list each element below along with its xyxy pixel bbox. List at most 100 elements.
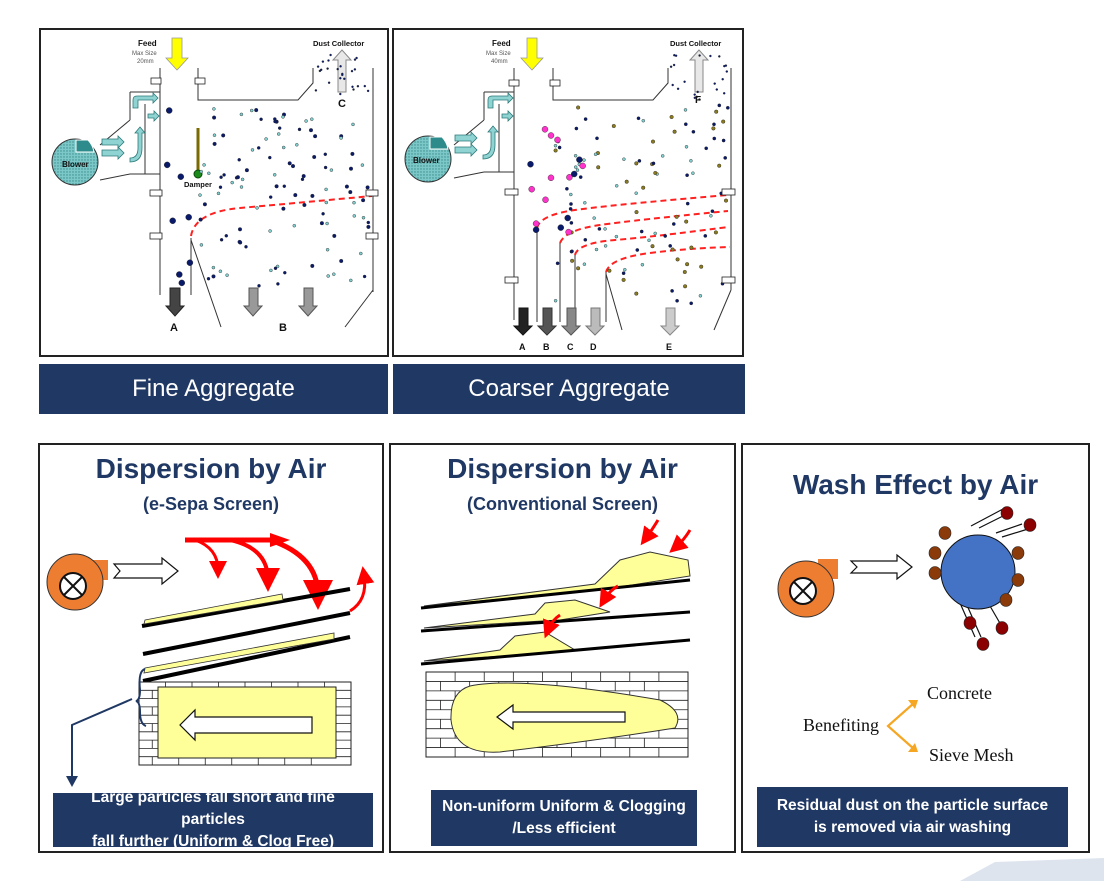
particle [339, 259, 344, 264]
particle [592, 216, 596, 220]
dust-particle [1000, 506, 1014, 520]
particle [268, 155, 272, 160]
feed-label: Feed [138, 39, 157, 48]
particle [710, 209, 715, 213]
particle [671, 83, 674, 87]
particle [593, 152, 598, 157]
particle [310, 193, 315, 198]
particle [319, 221, 324, 226]
feed-arrow-icon [165, 37, 189, 71]
outlet-d-arrow-icon [584, 307, 606, 336]
outlet-label-a: A [519, 342, 526, 352]
particle [352, 214, 356, 218]
particle [257, 284, 261, 288]
particle [314, 89, 318, 92]
particle [224, 234, 229, 238]
particle [324, 200, 328, 205]
outlet-b-arrow-icon [536, 307, 558, 336]
particle [293, 193, 298, 198]
particle [268, 229, 272, 233]
dust-particle [976, 637, 990, 651]
particle [325, 247, 330, 252]
particle [273, 173, 277, 177]
particle [212, 133, 217, 137]
particle [244, 168, 249, 173]
particle [695, 95, 698, 99]
particle [670, 247, 675, 252]
particle [291, 164, 296, 169]
outlet-b-arrow-icon [242, 287, 264, 317]
particle [310, 263, 315, 268]
particle [199, 243, 204, 247]
particle [350, 151, 355, 156]
dust-collector-label: Dust Collector [670, 39, 721, 48]
outlet-e-arrow-icon [659, 307, 681, 336]
particle [254, 108, 259, 113]
particle [185, 213, 192, 221]
particle [726, 106, 730, 110]
particle [344, 184, 349, 189]
dust-particle [1011, 573, 1025, 587]
dust-particle [963, 616, 977, 630]
dust-particles [928, 506, 1037, 651]
outlet-label-b: B [279, 322, 287, 334]
particle [212, 107, 216, 111]
particle [717, 163, 722, 168]
particle [302, 202, 307, 207]
air-direction-arrow-icon [849, 553, 913, 581]
conventional-caption: Non-uniform Uniform & Clogging /Less eff… [431, 790, 697, 846]
particle [310, 117, 314, 121]
particle [684, 219, 689, 224]
particle [717, 103, 722, 108]
particle [674, 214, 679, 219]
caption-line: is removed via air washing [813, 819, 1012, 836]
particle [582, 158, 586, 162]
particle [684, 145, 689, 149]
outlet-label-a: A [170, 322, 178, 334]
particle [532, 220, 540, 227]
particle [198, 217, 203, 222]
material-pile [423, 551, 691, 607]
particle [615, 184, 619, 188]
particle [277, 132, 281, 136]
outlet-label-b: B [543, 342, 550, 352]
particle [216, 191, 221, 196]
particle [283, 271, 287, 275]
particle [320, 68, 323, 72]
flange-icons [149, 77, 379, 240]
particle [670, 289, 674, 293]
conventional-subtitle: (Conventional Screen) [466, 494, 659, 514]
dust-collector-label: Dust Collector [313, 39, 364, 48]
particle [691, 129, 696, 134]
outlet-a-arrow-icon [164, 287, 186, 317]
particle [696, 90, 699, 94]
particle [621, 271, 626, 276]
particle [349, 278, 353, 283]
particle [366, 220, 370, 225]
particle [326, 67, 329, 70]
particle [650, 244, 655, 249]
particle [683, 108, 688, 112]
particle [579, 162, 586, 170]
particle [351, 122, 355, 127]
dust-particle [928, 546, 942, 560]
flow-direction-arrow-icon [496, 703, 626, 731]
particle [237, 227, 242, 232]
particle [178, 279, 186, 287]
particle [361, 215, 366, 220]
pointer-arrowhead-icon [66, 776, 78, 787]
particle [689, 301, 694, 306]
particle [324, 187, 328, 192]
particle [693, 96, 696, 100]
particle [640, 263, 645, 267]
particle [297, 127, 302, 132]
particle [300, 177, 305, 182]
particle [611, 123, 616, 128]
particle [576, 266, 581, 271]
particle [675, 298, 679, 303]
particles [163, 53, 371, 288]
particle [365, 185, 370, 190]
particle [363, 84, 366, 88]
particle [641, 118, 645, 123]
particle [281, 206, 286, 211]
